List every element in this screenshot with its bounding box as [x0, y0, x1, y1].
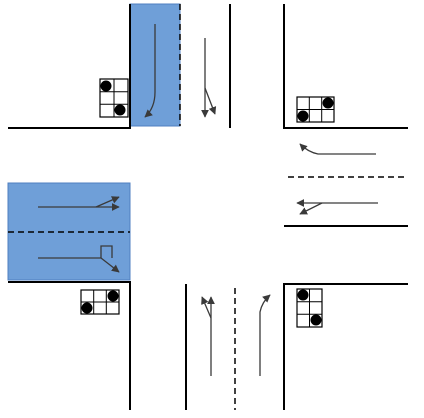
north-east-curb [283, 4, 408, 129]
arrow-west-lower-uturn [100, 245, 113, 258]
signal-head-north-east [296, 96, 335, 123]
lane-dividers [8, 4, 408, 410]
arrow-east-lower-left [299, 202, 323, 215]
signal-lamp [297, 110, 309, 122]
arrow-east-upper-right [299, 143, 376, 155]
north-west-curb [8, 4, 131, 129]
lane-arrows [38, 24, 378, 376]
south-east-curb [283, 283, 408, 410]
signal-lamp [322, 97, 334, 109]
arrow-south-left-left [201, 296, 212, 319]
signal-lamp [107, 290, 119, 302]
signal-lamp [81, 302, 93, 314]
south-west-curb [8, 281, 131, 410]
arrow-north-outbound-right [204, 87, 217, 115]
arrow-north-inbound-through-right [144, 24, 156, 118]
signal-lamp [297, 289, 309, 301]
signal-head-south-west [80, 289, 120, 315]
arrow-south-right-through-right [259, 294, 271, 376]
curb-lines [8, 4, 408, 410]
signal-head-north-west [99, 78, 129, 118]
signal-lamp [310, 314, 322, 326]
signal-lamp [114, 104, 126, 116]
signal-head-south-east [296, 288, 323, 328]
arrow-west-upper-left [95, 196, 120, 208]
signal-lamp [100, 80, 112, 92]
